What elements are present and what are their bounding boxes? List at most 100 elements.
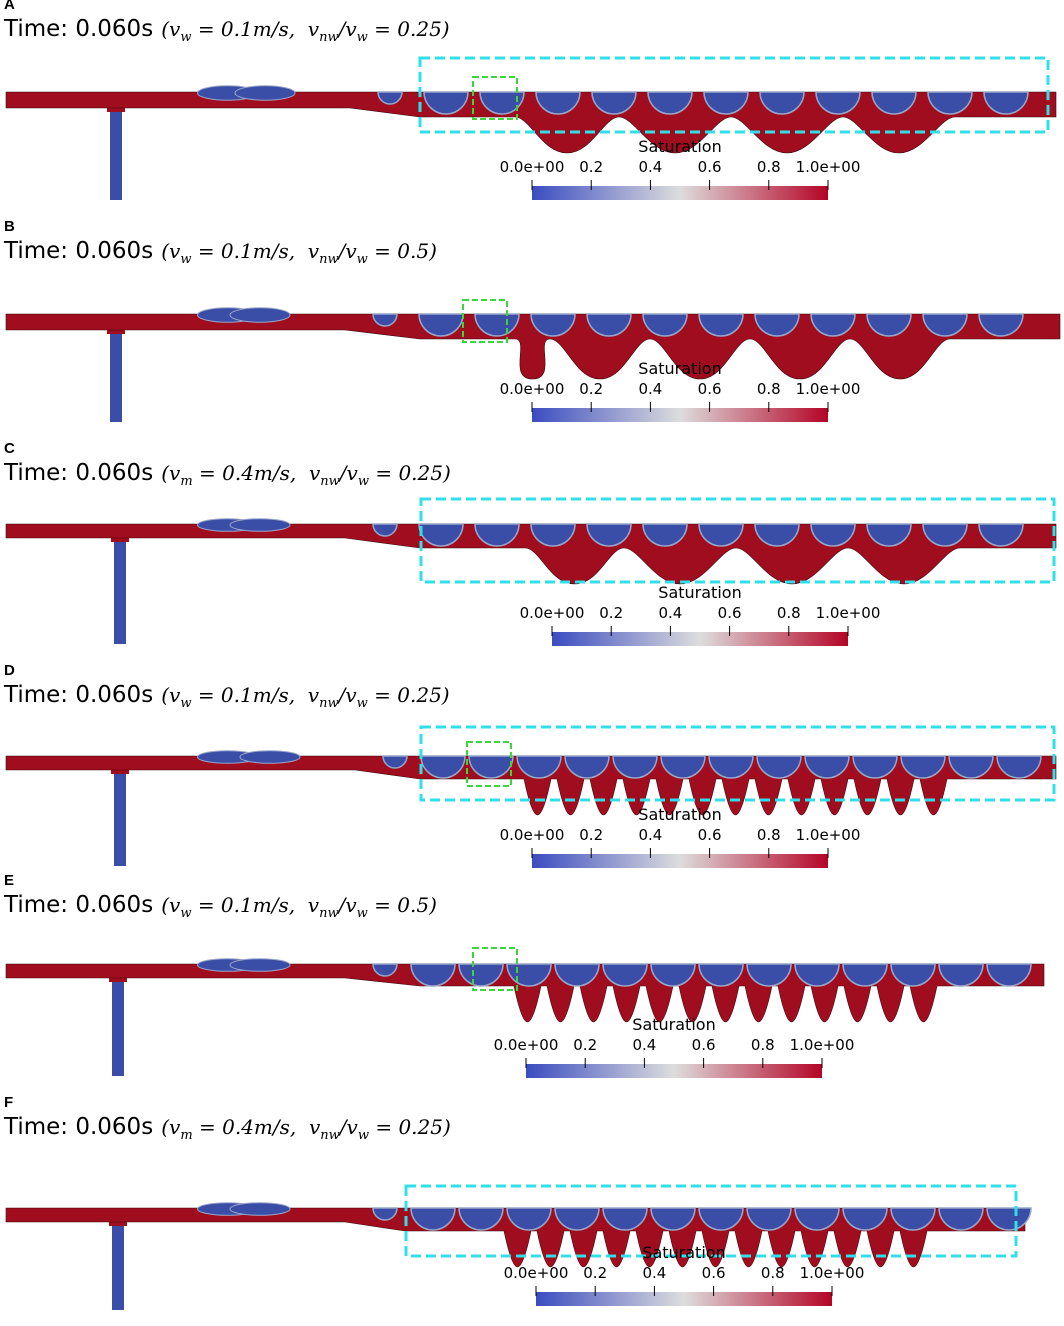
colorbar-tick-label: 0.8 — [761, 1264, 785, 1282]
colorbar-tick-label: 0.2 — [599, 604, 623, 622]
colorbar-title: Saturation — [638, 805, 721, 824]
droplet — [754, 523, 800, 547]
colorbar-tick-label: 1.0e+00 — [800, 1264, 865, 1282]
droplet — [866, 523, 912, 547]
droplet — [516, 755, 562, 779]
parameter-label: (vm = 0.4m/s, vnw/vw = 0.25) — [161, 1115, 451, 1143]
droplet — [866, 313, 912, 337]
parameter-label: (vw = 0.1m/s, vnw/vw = 0.5) — [161, 893, 437, 921]
droplet — [647, 91, 693, 115]
colorbar-tick-label: 0.8 — [757, 380, 781, 398]
colorbar — [552, 632, 848, 646]
droplet — [794, 1207, 840, 1231]
droplet — [650, 963, 696, 987]
droplet — [986, 1207, 1032, 1231]
droplet — [586, 523, 632, 547]
colorbar-tick-label: 1.0e+00 — [790, 1036, 855, 1054]
droplet — [458, 1207, 504, 1231]
colorbar-title: Saturation — [638, 359, 721, 378]
droplet — [564, 755, 610, 779]
droplet — [746, 963, 792, 987]
colorbar — [532, 186, 828, 200]
droplet — [698, 963, 744, 987]
colorbar-tick-label: 0.6 — [698, 380, 722, 398]
inlet-stem — [110, 314, 122, 422]
colorbar-tick-label: 0.6 — [698, 158, 722, 176]
panel-letter: F — [4, 1094, 14, 1111]
droplet — [229, 958, 291, 972]
droplet — [612, 755, 658, 779]
colorbar-tick-label: 0.8 — [757, 826, 781, 844]
droplet — [900, 755, 946, 779]
droplet — [754, 313, 800, 337]
panel-letter: A — [4, 0, 15, 13]
droplet — [458, 963, 504, 987]
droplet — [978, 523, 1024, 547]
colorbar-tick-label: 0.6 — [702, 1264, 726, 1282]
colorbar-tick-label: 0.2 — [573, 1036, 597, 1054]
inlet-stem — [112, 964, 124, 1076]
colorbar-tick-label: 0.0e+00 — [500, 826, 565, 844]
colorbar-tick-label: 0.0e+00 — [504, 1264, 569, 1282]
droplet — [948, 755, 994, 779]
droplet — [382, 755, 408, 769]
colorbar-tick-label: 1.0e+00 — [816, 604, 881, 622]
droplet — [372, 313, 398, 327]
zoom-box — [472, 947, 518, 991]
droplet — [554, 1207, 600, 1231]
zoom-box — [466, 741, 512, 787]
droplet — [377, 91, 403, 105]
time-label: Time: 0.060s — [4, 682, 154, 708]
droplet — [698, 1207, 744, 1231]
panel-title: Time: 0.060s(vw = 0.1m/s, vnw/vw = 0.25) — [4, 682, 450, 711]
droplet — [229, 518, 291, 532]
colorbar-tick-label: 1.0e+00 — [796, 158, 861, 176]
highlight-box — [404, 1184, 1018, 1258]
parameter-label: (vw = 0.1m/s, vnw/vw = 0.5) — [161, 239, 437, 267]
droplet — [983, 91, 1029, 115]
colorbar-tick-label: 0.6 — [698, 826, 722, 844]
colorbar-tick-label: 0.2 — [579, 826, 603, 844]
droplet — [922, 313, 968, 337]
time-label: Time: 0.060s — [4, 16, 154, 42]
panel-f: F Time: 0.060s(vm = 0.4m/s, vnw/vw = 0.25… — [0, 1094, 1064, 1320]
droplet — [871, 91, 917, 115]
colorbar — [536, 1292, 832, 1306]
droplet — [698, 523, 744, 547]
droplet — [938, 963, 984, 987]
droplet — [410, 1207, 456, 1231]
colorbar-tick-label: 0.4 — [638, 380, 662, 398]
droplet — [759, 91, 805, 115]
colorbar-tick-label: 0.4 — [642, 1264, 666, 1282]
droplet — [746, 1207, 792, 1231]
colorbar-title: Saturation — [632, 1015, 715, 1034]
colorbar-title: Saturation — [638, 137, 721, 156]
droplet — [938, 1207, 984, 1231]
panel-d: D Time: 0.060s(vw = 0.1m/s, vnw/vw = 0.25… — [0, 662, 1064, 888]
droplet — [890, 1207, 936, 1231]
colorbar-tick-label: 0.2 — [579, 158, 603, 176]
panel-title: Time: 0.060s(vm = 0.4m/s, vnw/vw = 0.25) — [4, 460, 451, 489]
droplet — [890, 963, 936, 987]
droplet — [922, 523, 968, 547]
droplet — [372, 1207, 398, 1221]
panel-title: Time: 0.060s(vm = 0.4m/s, vnw/vw = 0.25) — [4, 1114, 451, 1143]
droplet — [591, 91, 637, 115]
droplet — [229, 1202, 291, 1216]
highlight-box — [419, 497, 1056, 584]
droplet — [642, 523, 688, 547]
droplet — [410, 963, 456, 987]
panel-letter: D — [4, 662, 15, 679]
colorbar-tick-label: 0.4 — [638, 826, 662, 844]
inlet-stem — [110, 92, 122, 200]
colorbar-tick-label: 0.2 — [579, 380, 603, 398]
colorbar-tick-label: 0.8 — [777, 604, 801, 622]
droplet — [554, 963, 600, 987]
colorbar — [532, 408, 828, 422]
droplet — [842, 1207, 888, 1231]
panel-letter: E — [4, 872, 15, 889]
